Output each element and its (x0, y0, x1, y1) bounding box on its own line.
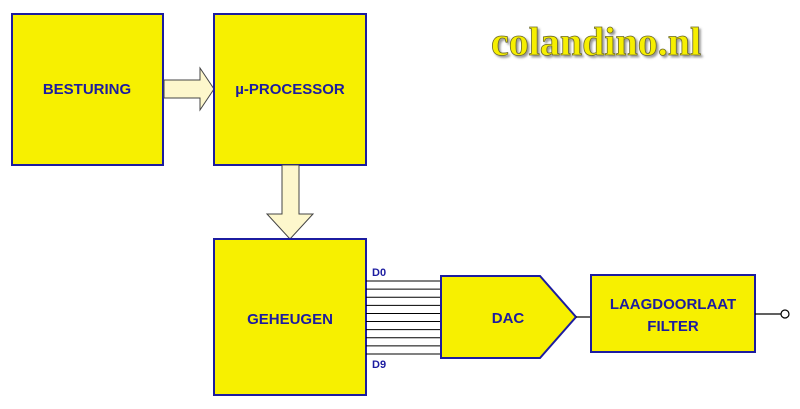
dac-block (440, 275, 578, 359)
filter-block (590, 274, 756, 353)
output-terminal (780, 309, 790, 319)
dac-label: DAC (492, 310, 525, 327)
geheugen-label: GEHEUGEN (247, 311, 333, 328)
besturing-label: BESTURING (43, 81, 131, 98)
geheugen-block (213, 238, 367, 396)
besturing-block (11, 13, 164, 166)
arrow-processor-to-geheugen (265, 164, 315, 240)
filter-label-line1: LAAGDOORLAAT (610, 296, 736, 313)
bus-label-d9: D9 (372, 359, 386, 371)
arrow-besturing-to-processor (163, 66, 215, 112)
filter-label-line2: FILTER (647, 318, 699, 335)
bus-label-d0: D0 (372, 267, 386, 279)
processor-block (213, 13, 367, 166)
data-bus (366, 280, 441, 355)
processor-label: µ-PROCESSOR (235, 81, 345, 98)
watermark-logo: colandino.nl (491, 19, 701, 64)
